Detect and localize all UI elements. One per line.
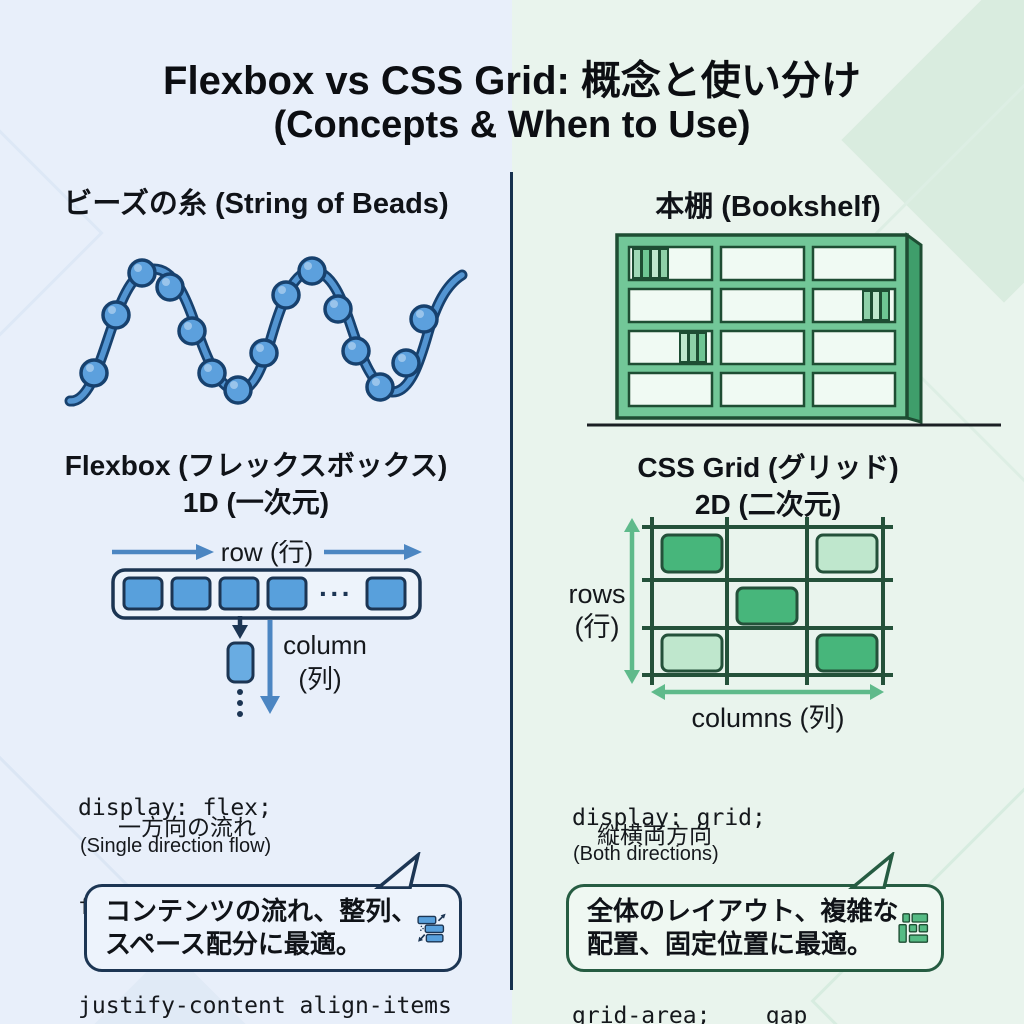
grid-cells	[660, 533, 879, 673]
flex-items-ellipsis: ···	[319, 578, 353, 609]
flex-row-label: row (行)	[221, 540, 313, 567]
vertical-dots	[237, 689, 243, 717]
flexbox-name: Flexbox (フレックスボックス)	[64, 450, 448, 481]
grid-rows-label: rows	[568, 579, 625, 609]
grid-callout-line1: 全体のレイアウト、複雑な	[587, 896, 899, 926]
string-of-beads-icon	[64, 256, 468, 407]
flexbox-dimension: 1D (一次元)	[182, 487, 330, 518]
code-line: justify-content align-items	[78, 993, 452, 1019]
grid-layout-icon	[898, 913, 929, 943]
down-arrow-icon	[260, 696, 280, 714]
grid-rows-label-ja: (行)	[575, 612, 620, 642]
flex-column-label: column	[283, 630, 367, 660]
flexbox-callout: コンテンツの流れ、整列、 スペース配分に最適。	[84, 884, 462, 972]
flexbox-metaphor-heading: ビーズの糸 (String of Beads)	[63, 188, 449, 220]
grid-diagram: rows (行) columns (列)	[568, 517, 893, 733]
flex-column-diagram: column (列)	[226, 616, 367, 717]
right-arrow-icon	[196, 544, 214, 560]
code-line: display: grid;	[572, 805, 766, 831]
grid-callout-line2: 配置、固定位置に最適。	[587, 929, 874, 959]
columns-double-arrow-icon	[651, 684, 884, 700]
flow-arrows-icon	[417, 913, 446, 943]
flexbox-caption-en: (Single direction flow)	[80, 835, 272, 857]
right-arrow-icon	[404, 544, 422, 560]
grid-dimension: 2D (二次元)	[694, 489, 842, 520]
code-line: display: flex;	[78, 795, 272, 821]
speech-bubble-tail	[848, 852, 895, 889]
grid-metaphor-heading: 本棚 (Bookshelf)	[655, 191, 881, 223]
rows-double-arrow-icon	[624, 518, 640, 684]
page-title: Flexbox vs CSS Grid: 概念と使い分け	[163, 59, 861, 103]
page-subtitle: (Concepts & When to Use)	[273, 104, 751, 146]
grid-name: CSS Grid (グリッド)	[637, 452, 899, 483]
flex-items	[122, 576, 407, 611]
flexbox-callout-line1: コンテンツの流れ、整列、	[105, 896, 418, 926]
down-arrow-icon	[232, 625, 248, 639]
flexbox-callout-line2: スペース配分に最適。	[105, 929, 362, 959]
bookshelf-icon	[587, 232, 1001, 427]
column-divider-line	[510, 172, 513, 990]
grid-columns-label: columns (列)	[691, 703, 844, 733]
grid-caption-en: (Both directions)	[573, 843, 719, 865]
grid-callout: 全体のレイアウト、複雑な 配置、固定位置に最適。	[566, 884, 944, 972]
flex-row-diagram: row (行) ···	[111, 540, 422, 620]
grid-caption-ja: 縦横両方向	[597, 822, 712, 848]
flexbox-panel-background	[0, 0, 512, 1024]
code-line: grid-area; gap	[572, 1003, 808, 1024]
book-spines	[632, 248, 890, 363]
flexbox-caption-ja: 一方向の流れ	[118, 814, 256, 840]
flex-column-item	[226, 641, 255, 684]
speech-bubble-tail	[374, 852, 421, 889]
flex-column-label-ja: (列)	[298, 664, 341, 694]
